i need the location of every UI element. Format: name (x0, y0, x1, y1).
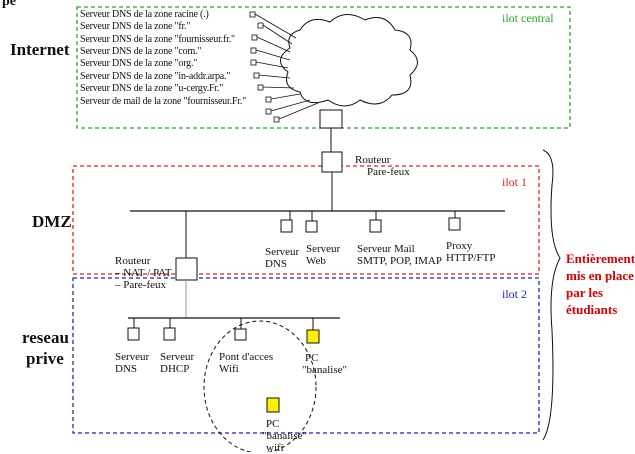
pc-label: PC"banalise" (302, 352, 348, 376)
pc-wifi-label: PC "banalise" wifi (262, 418, 308, 454)
internet-cloud (280, 14, 418, 107)
wifi-coverage-ellipse (203, 320, 317, 452)
scope-brace (542, 149, 561, 441)
zone-prive-label-1: reseau (22, 328, 69, 347)
cloud-gateway-box (319, 109, 343, 129)
zone-prive-label-2: prive (26, 349, 64, 368)
ilot-central-label: ilot central (502, 11, 554, 25)
note-students-label: Entièrement mis en place par les étudian… (566, 251, 635, 317)
router-nat-label: Routeur – NAT / PAT – Pare-feux (115, 255, 172, 291)
pc-icon (306, 329, 320, 344)
ilot-2-label: ilot 2 (502, 287, 528, 301)
dns-list-item: Serveur DNS de la zone "u-cergy.Fr." (80, 83, 224, 94)
router-top-box (321, 151, 343, 173)
router-top-label-1: Routeur (355, 154, 391, 166)
ilot-2-box (72, 277, 540, 434)
dns-list-item: Serveur DNS de la zone "com." (80, 46, 202, 57)
dns-list-item: Serveur DNS de la zone racine (.) (80, 9, 209, 20)
header-fragment: pé (2, 0, 16, 9)
pc-wifi-icon (266, 397, 280, 413)
dns-list-item: Serveur de mail de la zone "fournisseur.… (80, 96, 246, 107)
ilot-1-box (72, 165, 540, 275)
dns-list-item: Serveur DNS de la zone "fr." (80, 21, 191, 32)
zone-internet-label: Internet (10, 40, 70, 59)
zone-dmz-label: DMZ (32, 212, 72, 231)
ilot-1-label: ilot 1 (502, 175, 528, 189)
ilot-central-box (76, 6, 571, 129)
dns-list-item: Serveur DNS de la zone "org." (80, 58, 198, 69)
dns-list-item: Serveur DNS de la zone "in-addr.arpa." (80, 71, 231, 82)
dns-list-item: Serveur DNS de la zone "fournisseur.fr." (80, 34, 235, 45)
router-nat-box (175, 257, 198, 281)
router-top-label-2: Pare-feux (367, 166, 410, 178)
